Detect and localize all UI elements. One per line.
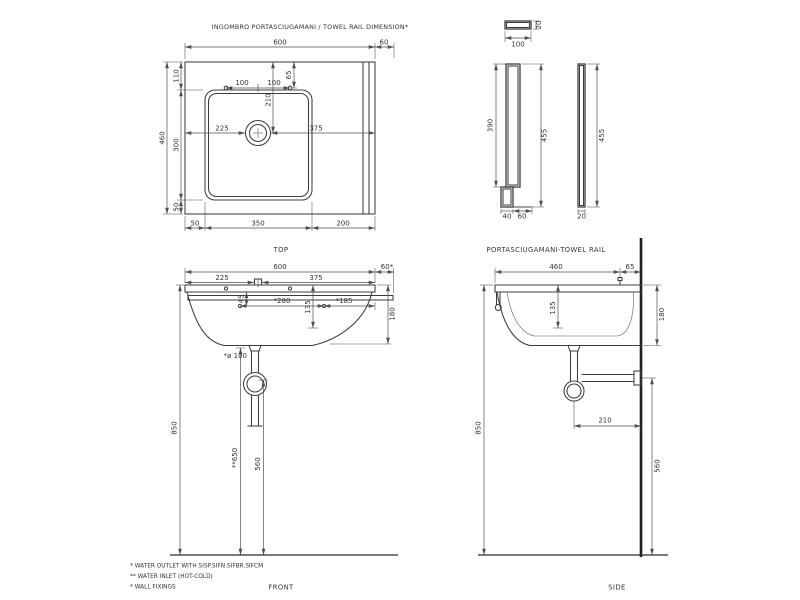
dim-front-bowl-depth: 135 (304, 300, 312, 313)
dim-top-holes-edge: 65 (285, 71, 293, 80)
basin-outline-top (184, 61, 376, 215)
dim-top-tap-edge: 210 (265, 93, 273, 106)
dim-front-tap-left: 225 (215, 274, 228, 282)
dim-front-inlet-drop: 45 (238, 295, 246, 304)
top-view-label: TOP (273, 246, 289, 254)
dim-side-tap-wall: 65 (626, 263, 635, 271)
dim-top-tap-right: 375 (309, 125, 322, 133)
front-view: 600 60* 225 375 45 *280 *185 135 180 *ø … (170, 263, 398, 592)
rail-front-plate-inner (507, 65, 519, 186)
dim-top-bowl-depth: 300 (173, 138, 181, 151)
towel-rail-front (187, 294, 394, 301)
dim-rail-side-height: 455 (598, 129, 606, 142)
dim-rail-foot-front: 40 (503, 213, 512, 221)
faucet-side (617, 276, 623, 286)
dim-rail-plan-thickness: 20 (535, 21, 543, 30)
dim-rail-foot-rear: 60 (518, 213, 527, 221)
dim-rail-plan-length: 100 (511, 41, 524, 49)
footnote-water-inlet: ** WATER INLET (HOT-COLD) (130, 574, 213, 580)
dim-front-inlet-spacing: *280 (274, 297, 291, 305)
dim-top-width: 600 (273, 39, 286, 47)
dim-top-hole-left: 100 (235, 79, 248, 87)
front-view-label: FRONT (268, 584, 294, 592)
basin-body-side (496, 291, 642, 347)
rail-plan-outline (504, 20, 532, 30)
dim-top-bowl-left-margin: 50 (191, 220, 200, 228)
bowl-inner-side (506, 291, 634, 337)
side-view-label: SIDE (608, 584, 625, 592)
rail-front-foot (500, 186, 514, 208)
towel-rail-side (494, 291, 502, 312)
drawing-title: INGOMBRO PORTASCIUGAMANI / TOWEL RAIL DI… (212, 23, 408, 31)
dim-top-hole-right: 100 (267, 79, 280, 87)
basin-body-front (186, 291, 373, 347)
bowl-outline-outer (204, 89, 313, 201)
dim-top-bowl-width: 350 (251, 220, 264, 228)
dim-top-tap-left: 225 (215, 125, 228, 133)
footnote-wall-fixings: * WALL FIXINGS (130, 585, 176, 591)
side-view-dimensions (480, 268, 661, 555)
faucet-hole (244, 119, 272, 147)
dim-side-apron-height: 180 (658, 308, 666, 321)
dim-front-fixing-spacing: *185 (336, 297, 353, 305)
towel-rail-view: 20 100 390 455 455 40 60 20 PORTASCIUGAM… (486, 20, 606, 254)
drain-trap-side (563, 344, 642, 402)
dim-rail-plate-height: 390 (487, 119, 495, 132)
rail-side-bar-inner (578, 64, 585, 207)
towel-rail-label: PORTASCIUGAMANI-TOWEL RAIL (486, 246, 605, 254)
rail-front-foot-inner (502, 188, 512, 206)
fixing-front-left (223, 286, 229, 291)
top-view-dimensions (163, 43, 395, 231)
dim-top-rail-overhang: 60 (380, 39, 389, 47)
dim-rail-front-height: 455 (541, 129, 549, 142)
dim-side-trap-wall: 210 (598, 417, 611, 425)
dim-rail-bar-thickness: 20 (577, 213, 586, 221)
dim-side-rim-height: 850 (475, 421, 483, 434)
bowl-outline-inner (207, 92, 310, 198)
fixing-front-right (287, 286, 293, 291)
dim-front-outlet-height: 560 (254, 457, 262, 470)
front-view-dimensions (176, 268, 394, 555)
footnotes: * WATER OUTLET WITH SISP.SIFN.SIFBR.SIFC… (130, 564, 263, 591)
footnote-water-outlet: * WATER OUTLET WITH SISP.SIFN.SIFBR.SIFC… (130, 564, 263, 570)
dim-front-tap-right: 375 (309, 274, 322, 282)
dim-front-drain-diameter: *ø 100 (224, 352, 247, 360)
rail-dimensions (493, 20, 600, 214)
dim-front-rail-overhang: 60* (381, 263, 394, 271)
dim-side-depth: 460 (549, 263, 562, 271)
dim-top-depth: 460 (159, 131, 167, 144)
top-view: 600 60 460 110 300 50 100 100 65 210 225… (159, 39, 395, 254)
dim-front-rim-height: 850 (171, 421, 179, 434)
dim-front-width: 600 (273, 263, 286, 271)
dim-side-outlet-height: 560 (654, 459, 662, 472)
wall-flange (633, 370, 642, 386)
rail-plan-inner (505, 21, 531, 29)
dim-front-inlet-height: **650 (231, 448, 239, 468)
dim-top-edge-to-bowl: 110 (173, 69, 181, 82)
dim-top-bowl-right-margin: 200 (336, 220, 349, 228)
dim-top-bowl-front: 50 (173, 203, 181, 212)
dim-side-bowl-depth: 135 (549, 301, 557, 314)
rail-side-bar (577, 63, 586, 208)
dim-front-apron-height: 180 (389, 307, 397, 320)
side-view: 460 65 135 180 850 210 560 SIDE (475, 238, 668, 592)
